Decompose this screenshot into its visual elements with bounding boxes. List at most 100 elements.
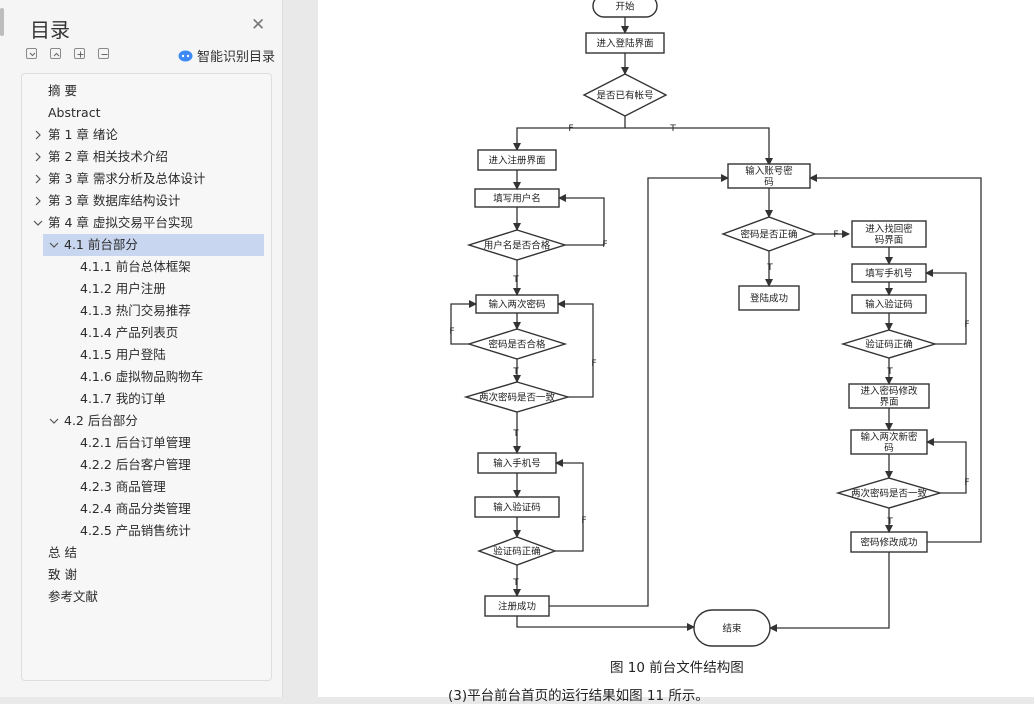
outline-item-label: 4.1.4 产品列表页 — [80, 325, 179, 340]
outline-item[interactable]: 第 3 章 需求分析及总体设计 — [22, 168, 271, 190]
outline-item[interactable]: 4.1.4 产品列表页 — [22, 322, 271, 344]
flowchart-node-text: 密码修改成功 — [860, 537, 917, 549]
flowchart-node-text: 用户名是否合格 — [484, 240, 551, 252]
outline-item-label: 4.2 后台部分 — [64, 413, 138, 428]
flowchart-edge-label: T — [669, 124, 676, 134]
flowchart-terminal — [693, 609, 771, 647]
close-icon[interactable]: ✕ — [251, 15, 266, 35]
flowchart-node-text: 两次密码是否一致 — [479, 392, 556, 404]
outline-item[interactable]: 4.1.5 用户登陆 — [22, 344, 271, 366]
chevron-down-icon[interactable] — [49, 240, 59, 250]
outline-item[interactable]: 4.2.1 后台订单管理 — [22, 432, 271, 454]
flowchart-edge-label: T — [512, 578, 519, 588]
outline-item-label: 4.1.6 虚拟物品购物车 — [80, 369, 204, 384]
flowchart-node-text: 填写用户名 — [493, 193, 541, 205]
outline-item-label: 4.1.2 用户注册 — [80, 281, 166, 296]
outline-item[interactable]: 第 2 章 相关技术介绍 — [22, 146, 271, 168]
outline-item-label: 参考文献 — [48, 589, 99, 604]
flowchart-edge-label: T — [886, 367, 893, 377]
chevron-right-icon[interactable] — [33, 152, 43, 162]
remove-heading-icon[interactable] — [98, 48, 109, 59]
outline-title: 目录 — [30, 18, 70, 42]
outline-item-label: 4.2.4 商品分类管理 — [80, 501, 191, 516]
panel-scrollbar[interactable] — [0, 8, 4, 36]
outline-item[interactable]: 4.2 后台部分 — [22, 410, 271, 432]
flowchart-edge-label: T — [512, 275, 519, 285]
flowchart-connector — [769, 552, 890, 632]
outline-item[interactable]: 4.1.7 我的订单 — [22, 388, 271, 410]
outline-item[interactable]: 4.1.6 虚拟物品购物车 — [22, 366, 271, 388]
flowchart-node-text: 注册成功 — [498, 601, 536, 613]
flowchart-process-box — [738, 285, 800, 311]
flowchart-node-text: 密码是否合格 — [488, 339, 546, 351]
flowchart-connector — [926, 438, 967, 494]
flowchart-edge-label: F — [964, 320, 969, 330]
outline-item[interactable]: 第 3 章 数据库结构设计 — [22, 190, 271, 212]
flowchart-node-text: 进入密码修改界面 — [860, 385, 918, 408]
chevron-down-icon[interactable] — [33, 218, 43, 228]
outline-item[interactable]: 4.2.4 商品分类管理 — [22, 498, 271, 520]
outline-item-label: 4.2.3 商品管理 — [80, 479, 166, 494]
flowchart-edge-label: F — [833, 230, 838, 240]
flowchart-node-text: 进入注册界面 — [488, 155, 545, 167]
flowchart-edge-label: F — [602, 240, 607, 250]
flowchart-node-text: 输入验证码 — [865, 299, 913, 311]
add-heading-icon[interactable] — [74, 48, 85, 59]
outline-item-label: 4.1.7 我的订单 — [80, 391, 166, 406]
flowchart-connector — [557, 300, 594, 398]
smart-ai-icon — [178, 50, 193, 62]
flowchart-node-text: 结束 — [722, 623, 742, 635]
outline-item[interactable]: 4.2.3 商品管理 — [22, 476, 271, 498]
flowchart-node-text: 开始 — [615, 1, 635, 13]
chevron-right-icon[interactable] — [33, 130, 43, 140]
flowchart-edge-label: F — [449, 327, 454, 337]
expand-all-icon[interactable] — [26, 48, 37, 59]
flowchart-node-text: 输入两次新密码 — [860, 431, 918, 454]
outline-item[interactable]: 第 1 章 绪论 — [22, 124, 271, 146]
flowchart-edge-label: T — [766, 263, 773, 273]
outline-item[interactable]: 4.2.5 产品销售统计 — [22, 520, 271, 542]
flowchart-node-text: 输入验证码 — [493, 502, 541, 514]
flowchart-node-text: 验证码正确 — [493, 546, 541, 558]
outline-item[interactable]: 4.2.2 后台客户管理 — [22, 454, 271, 476]
outline-item-label: 第 3 章 需求分析及总体设计 — [48, 171, 206, 186]
chevron-right-icon[interactable] — [33, 174, 43, 184]
chevron-right-icon[interactable] — [33, 196, 43, 206]
collapse-all-icon[interactable] — [50, 48, 61, 59]
flowchart-connector — [625, 127, 773, 166]
flowchart-node-text: 输入手机号 — [493, 458, 541, 470]
smart-toc-button[interactable]: 智能识别目录 — [178, 46, 275, 65]
flowchart-node-text: 输入账号密码 — [745, 165, 793, 188]
outline-item[interactable]: 第 4 章 虚拟交易平台实现 — [22, 212, 271, 234]
outline-item-label: 4.1 前台部分 — [64, 237, 138, 252]
outline-item[interactable]: 参考文献 — [22, 586, 271, 608]
flowchart-edge-label: F — [591, 359, 596, 369]
outline-item[interactable]: 致 谢 — [22, 564, 271, 586]
flowchart-node-text: 登陆成功 — [750, 293, 788, 305]
smart-toc-label: 智能识别目录 — [197, 50, 276, 65]
flowchart-node-text: 两次密码是否一致 — [851, 488, 928, 500]
flowchart-node-text: 进入登陆界面 — [596, 38, 653, 50]
outline-item[interactable]: 4.1.1 前台总体框架 — [22, 256, 271, 278]
outline-item[interactable]: 4.1.2 用户注册 — [22, 278, 271, 300]
outline-item-label: Abstract — [48, 105, 101, 120]
flowchart-edge-label: F — [964, 478, 969, 488]
body-paragraph: (3)平台前台首页的运行结果如图 11 所示。 — [448, 688, 709, 704]
outline-item[interactable]: 摘 要 — [22, 80, 271, 102]
flowchart-edge-label: T — [512, 429, 519, 439]
flowchart-connector — [558, 194, 605, 246]
flowchart-node-text: 验证码正确 — [865, 339, 913, 351]
flowchart-edge-label: F — [568, 124, 573, 134]
outline-item-label: 总 结 — [48, 545, 77, 560]
flowchart-node-text: 密码是否正确 — [740, 229, 797, 241]
flowchart-node-text: 进入找回密码界面 — [865, 223, 913, 246]
outline-item[interactable]: 总 结 — [22, 542, 271, 564]
outline-item-label: 第 4 章 虚拟交易平台实现 — [48, 215, 193, 230]
outline-item-label: 致 谢 — [48, 567, 77, 582]
outline-item[interactable]: Abstract — [22, 102, 271, 124]
chevron-down-icon[interactable] — [49, 416, 59, 426]
outline-item[interactable]: 4.1.3 热门交易推荐 — [22, 300, 271, 322]
outline-item[interactable]: 4.1 前台部分 — [43, 234, 264, 256]
